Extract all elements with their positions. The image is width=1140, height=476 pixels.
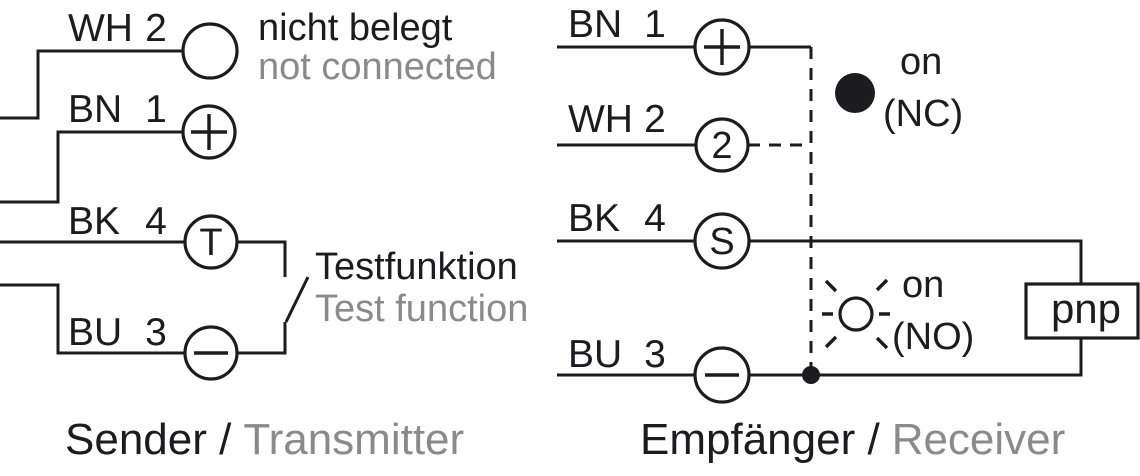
rx-label-bn-pin: 1 bbox=[644, 3, 666, 46]
tx-label-wh-code: WH bbox=[68, 7, 133, 50]
test-switch-upper-contact bbox=[237, 240, 287, 277]
rx-terminal-2-digit: 2 bbox=[711, 125, 732, 167]
no-state-label: on bbox=[902, 264, 944, 306]
led-nc-on-icon bbox=[835, 73, 875, 113]
receiver-section: 2 S BN 1 WH 2 BK 4 BU 3 on (NC) on (NO) … bbox=[557, 3, 1140, 464]
tx-label-bk-pin: 4 bbox=[145, 200, 167, 243]
nc-state-label: on bbox=[900, 41, 942, 83]
rx-label-bn-code: BN bbox=[568, 3, 622, 46]
plus-terminal-icon bbox=[191, 114, 227, 150]
test-function-label-de: Testfunktion bbox=[315, 246, 518, 288]
tx-label-bn-code: BN bbox=[68, 88, 122, 131]
tx-label-bn-pin: 1 bbox=[145, 88, 167, 131]
rx-terminal-2-circle bbox=[694, 117, 750, 173]
test-switch-lower-contact bbox=[237, 322, 287, 355]
rx-label-wh-code: WH bbox=[568, 98, 633, 141]
junction-dot-icon bbox=[802, 366, 820, 384]
tx-wire-bn1 bbox=[0, 130, 183, 204]
rx-label-bu-code: BU bbox=[568, 333, 622, 376]
tx-terminal-nc-circle bbox=[181, 22, 239, 80]
tx-wire-wh2 bbox=[0, 49, 183, 120]
led-no-lamp-icon bbox=[822, 278, 890, 350]
tx-label-wh-pin: 2 bbox=[145, 7, 167, 50]
plus-terminal-icon bbox=[704, 29, 740, 65]
receiver-title-de: Empfänger / bbox=[640, 415, 880, 464]
no-mode-label: (NO) bbox=[892, 316, 974, 358]
rx-label-wh-pin: 2 bbox=[644, 98, 666, 141]
receiver-title-en: Receiver bbox=[892, 415, 1066, 464]
rx-terminal-signal-letter: S bbox=[709, 221, 734, 263]
lamp-rays bbox=[822, 278, 890, 350]
tx-terminal-test-letter: T bbox=[199, 222, 222, 264]
rx-label-bk-code: BK bbox=[568, 197, 620, 240]
test-function-label-en: Test function bbox=[315, 288, 528, 330]
tx-wire-bu3 bbox=[0, 283, 185, 355]
pnp-output-box bbox=[1024, 282, 1140, 340]
not-connected-note-en: not connected bbox=[258, 46, 497, 88]
transmitter-title: Sender /Transmitter bbox=[65, 415, 464, 464]
receiver-title: Empfänger /Receiver bbox=[640, 415, 1065, 464]
rx-label-bk-pin: 4 bbox=[644, 197, 666, 240]
test-switch-lever-icon bbox=[284, 276, 310, 323]
nc-mode-label: (NC) bbox=[883, 93, 963, 135]
tx-label-bu-code: BU bbox=[68, 311, 122, 354]
lamp-circle bbox=[838, 296, 874, 332]
tx-label-bu-pin: 3 bbox=[145, 311, 167, 354]
transmitter-title-en: Transmitter bbox=[243, 415, 464, 464]
tx-label-bk-code: BK bbox=[68, 200, 120, 243]
not-connected-note-de: nicht belegt bbox=[258, 7, 453, 49]
transmitter-title-de: Sender / bbox=[65, 415, 232, 464]
rx-terminal-signal-circle bbox=[693, 212, 751, 270]
pnp-output-label: pnp bbox=[1051, 285, 1121, 332]
rx-label-bu-pin: 3 bbox=[644, 333, 666, 376]
transmitter-section: T WH 2 BN 1 BK 4 BU 3 nicht belegt not c… bbox=[0, 7, 528, 464]
